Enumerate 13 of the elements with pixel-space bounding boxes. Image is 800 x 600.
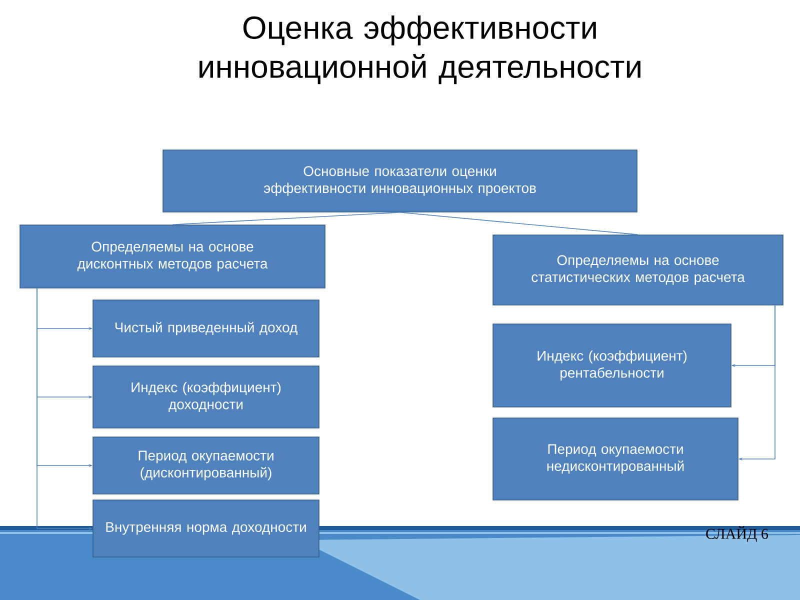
slide-number: СЛАЙД 6 [706, 526, 768, 542]
text-box: Основные показатели оценки эффективности инновационных проектов [162, 150, 638, 212]
text-box: Определяемы на основе дисконтных методов расчета [20, 224, 326, 288]
text-box: Индекс (коэффициент) доходности [92, 366, 320, 428]
connector [172, 212, 400, 225]
text-box: Период окупаемости недисконтированный [492, 418, 738, 500]
text-box: Период окупаемости (дисконтированный) [92, 436, 320, 494]
text-box: Определяемы на основе статистических методов расчета [492, 234, 784, 306]
text-box: Индекс (коэффициент) рентабельности [492, 324, 732, 408]
connector [400, 212, 638, 235]
text-box: Чистый приведенный доход [92, 300, 320, 358]
text-box: Внутренняя норма доходности [92, 500, 320, 558]
slide-title: Оценка эффективности инновационной деятельности [200, 16, 640, 84]
